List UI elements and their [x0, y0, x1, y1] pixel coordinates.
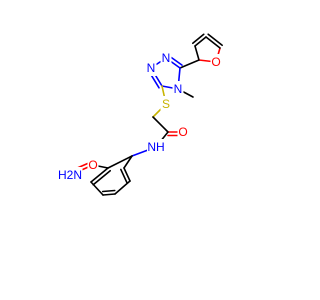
amide-nh-label-background — [147, 139, 165, 155]
triazole-nitrogen-2-label: N — [147, 61, 156, 75]
sulfur-label-background — [160, 96, 172, 112]
sulfur-label: S — [162, 97, 170, 111]
bond-furan-c1-c2 — [194, 36, 207, 47]
bond-furan-triazole — [179, 59, 200, 69]
amide-oxygen-label: O — [178, 125, 187, 139]
bond-ch2-carbonyl — [152, 116, 169, 133]
bond-benzene-2 — [123, 167, 131, 182]
bond-benzene-2-second — [120, 168, 128, 184]
triazole-nitrogen-4-label-background — [172, 81, 184, 97]
bond-benzene-4-second — [101, 189, 116, 193]
amide-oxygen-label-background — [177, 124, 189, 140]
carboxamide-oxygen-label: O — [88, 158, 97, 172]
bond-furan-c2-c3 — [194, 45, 200, 61]
triazole-nitrogen-1-label-background — [160, 50, 172, 66]
bond-benzene-4 — [102, 193, 116, 196]
triazole-nitrogen-1-label: N — [162, 51, 171, 65]
bond-benzene-6-second — [92, 169, 112, 186]
bond-furan-c5-c1 — [205, 36, 221, 49]
carboxamide-nh2-label: H2N — [58, 168, 82, 182]
triazole-nitrogen-2-label-background — [145, 60, 157, 76]
bond-furan-c1-c2-second — [191, 33, 205, 45]
triazole-nitrogen-4-label: N — [174, 82, 183, 96]
carboxamide-nh2-label-background — [57, 167, 83, 183]
furan-oxygen-label-background — [210, 54, 222, 70]
bond-benzene-3 — [114, 180, 131, 195]
bond-benzene-6 — [90, 167, 109, 183]
furan-oxygen-label: O — [211, 55, 220, 69]
bond-furan-c5-c1-second — [207, 33, 223, 47]
carboxamide-oxygen-label-background — [87, 157, 99, 173]
bond-benzene-7 — [107, 155, 133, 169]
amide-nh-label: NH — [147, 140, 164, 154]
bond-benzene-1 — [123, 155, 133, 169]
bond-benzene-5 — [90, 181, 104, 196]
